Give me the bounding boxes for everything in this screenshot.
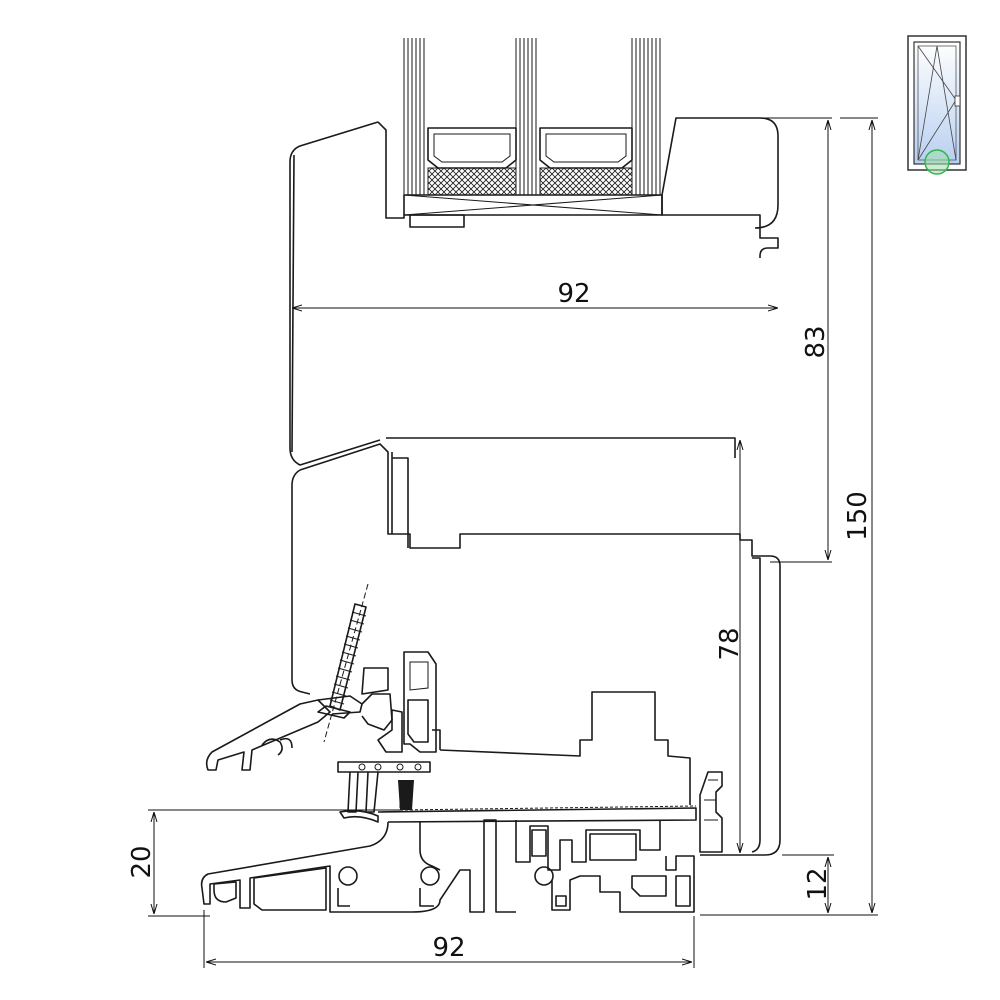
- fixing-screw: [317, 583, 369, 743]
- dim-label-83: 83: [801, 325, 831, 358]
- glazing-unit: [403, 38, 663, 228]
- spacer-right: [539, 127, 633, 196]
- dimension-sill-offset-right: 12: [782, 854, 834, 913]
- weather-bar: [205, 667, 393, 771]
- tilt-turn-window-icon: [907, 35, 967, 175]
- highlight-circle: [924, 149, 950, 175]
- dim-label-92-bottom: 92: [432, 933, 465, 963]
- dimension-sill-height-left: 20: [127, 809, 400, 917]
- dim-label-92-top: 92: [557, 279, 590, 309]
- dimension-sash-height: 83: [762, 117, 832, 563]
- setting-block: [403, 194, 663, 228]
- sash-profile: [289, 117, 779, 466]
- dim-label-150: 150: [843, 491, 873, 541]
- dimension-rebate-height: 78: [715, 440, 745, 853]
- dim-label-20: 20: [127, 845, 157, 878]
- glass-pane-middle: [515, 38, 537, 195]
- glazing-bead-clip: [377, 651, 437, 753]
- frame-profile: [291, 443, 781, 856]
- dimension-frame-width-bottom: 92: [203, 910, 695, 968]
- spacer-left: [427, 127, 517, 196]
- dimension-frame-width-top: 92: [292, 279, 778, 309]
- dim-label-78: 78: [715, 627, 745, 660]
- threshold-sill: [200, 805, 697, 913]
- glass-pane-inner: [631, 38, 661, 195]
- dim-label-12: 12: [803, 867, 833, 900]
- glass-pane-outer: [403, 38, 425, 195]
- dimension-total-height: 150: [700, 117, 878, 916]
- brush-seal: [337, 761, 431, 813]
